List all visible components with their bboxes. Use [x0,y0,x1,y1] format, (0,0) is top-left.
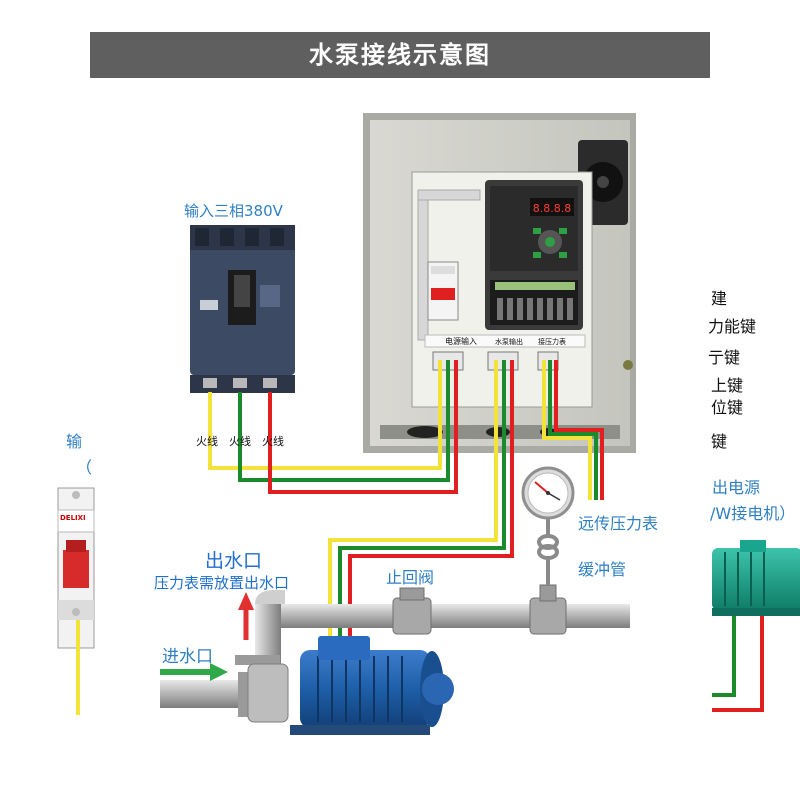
label-outlet-title: 出水口 [205,550,263,572]
buffer-tee [529,584,567,635]
label-left-cut-1: 输 [66,432,83,451]
buffer-tube-icon [537,515,559,585]
control-cabinet: 8.8.8.8 电源输入 水泵输出 接压力表 [363,113,636,453]
wire-red-gauge [554,360,604,500]
right-output-line-1: 出电源 [712,478,761,497]
terminal-label-power: 电源输入 [445,336,477,346]
label-live-wire-3: 火线 [262,435,284,448]
label-live-wire-1: 火线 [196,435,218,448]
label-inlet: 进水口 [162,647,213,667]
right-key-1: 建 [711,289,728,308]
check-valve-icon [392,587,432,635]
wire-yellow-gauge [542,360,592,500]
terminal-label-pressure: 接压力表 [538,337,566,346]
small-breaker [427,261,459,321]
inlet-arrow-icon [160,663,228,681]
wire-green-gauge [548,360,598,500]
wire-yellow-motor [328,360,498,640]
right-key-5: 位键 [711,398,744,417]
outlet-arrow-icon [238,592,254,640]
wire-yellow-input [208,360,442,470]
right-key-3: 亍键 [708,348,741,367]
label-input-three-phase: 输入三相380V [184,202,283,220]
label-check-valve: 止回阀 [386,568,435,587]
wire-red-motor [348,360,514,640]
right-motor [712,540,800,712]
frequency-inverter: 8.8.8.8 [485,180,583,330]
title-bar: 水泵接线示意图 [90,32,710,78]
right-key-2: 力能键 [708,317,757,336]
power-wires [208,360,604,640]
left-small-breaker: DELIXI [57,487,95,715]
wire-red-input [268,360,458,494]
breaker-brand: DELIXI [60,514,86,522]
wire-green-input [238,360,450,482]
remote-pressure-gauge-icon [521,466,575,520]
diagram-title: 水泵接线示意图 [309,41,491,69]
right-key-4: 上键 [711,376,744,395]
label-remote-gauge: 远传压力表 [578,514,659,533]
main-circuit-breaker [190,225,295,393]
wire-green-motor [338,360,506,640]
right-output-line-2: /W接电机） [710,504,796,523]
label-live-wire-2: 火线 [229,435,251,448]
terminal-label-pump: 水泵输出 [495,337,523,346]
right-key-6: 键 [711,432,728,451]
inverter-display: 8.8.8.8 [533,202,571,215]
pipework [160,515,630,723]
label-left-cut-2: （ [76,458,93,477]
label-buffer-tube: 缓冲管 [578,560,627,579]
water-pump [290,636,454,735]
label-outlet-note: 压力表需放置出水口 [154,574,290,592]
